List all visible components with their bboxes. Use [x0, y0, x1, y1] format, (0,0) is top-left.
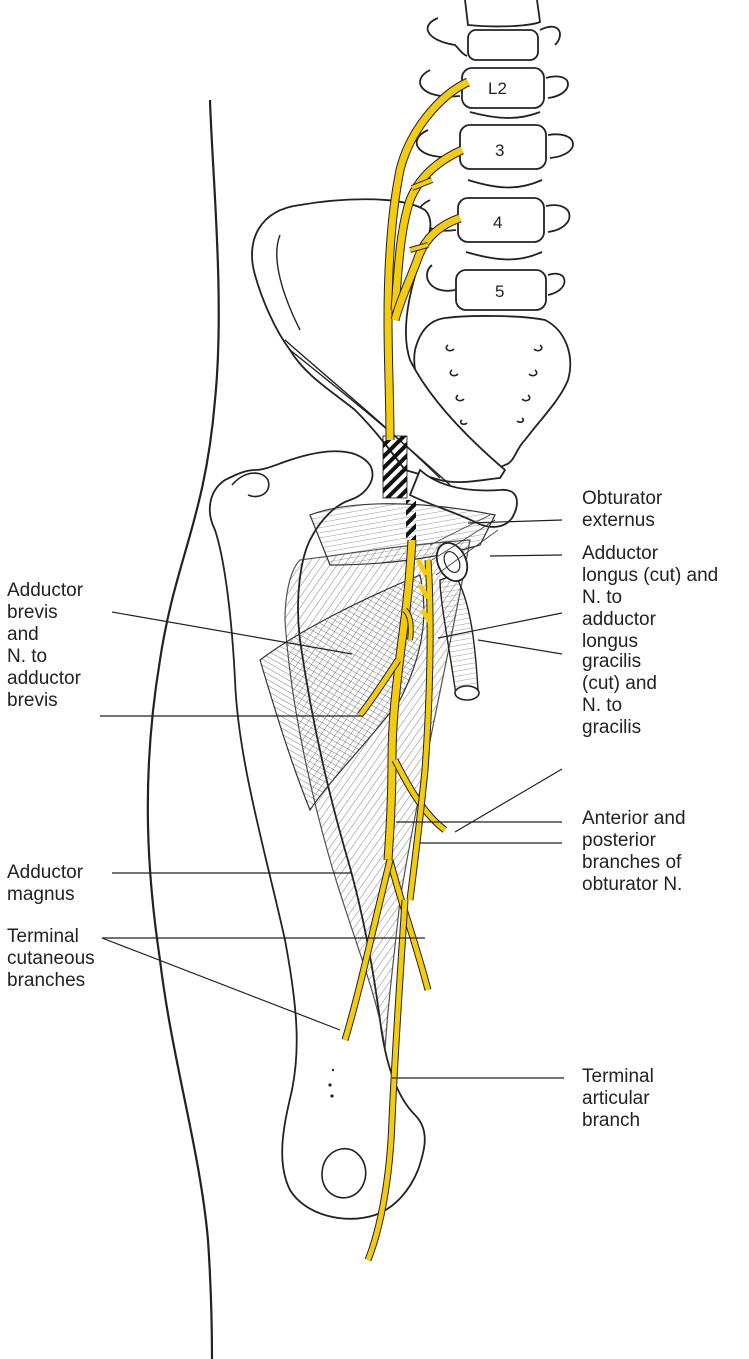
label-gracilis: gracilis (cut) and N. to gracilis	[582, 651, 657, 739]
obturator-canal	[383, 436, 407, 498]
femoral-condyle	[322, 1149, 366, 1198]
leader-adductor-longus	[490, 555, 562, 556]
vertebra-l1	[468, 30, 538, 60]
body-outline	[148, 100, 219, 1359]
vertebra-label-l3: 3	[495, 141, 504, 160]
label-adductor-brevis: Adductor brevis and N. to adductor brevi…	[7, 580, 83, 712]
leader-gracilis	[478, 640, 562, 654]
label-adductor-longus: Adductor longus (cut) and N. to adductor…	[582, 543, 718, 653]
label-obturator-externus: Obturator externus	[582, 488, 662, 532]
gracilis-cut-end	[455, 686, 479, 700]
label-anterior-posterior: Anterior and posterior branches of obtur…	[582, 808, 686, 896]
label-terminal-cutaneous: Terminal cutaneous branches	[7, 926, 95, 992]
label-adductor-magnus: Adductor magnus	[7, 862, 83, 906]
label-terminal-articular: Terminal articular branch	[582, 1066, 654, 1132]
vertebra-label-l4: 4	[493, 213, 502, 232]
vertebra-label-l5: 5	[495, 282, 504, 301]
vertebra-label-l2: L2	[488, 79, 507, 98]
